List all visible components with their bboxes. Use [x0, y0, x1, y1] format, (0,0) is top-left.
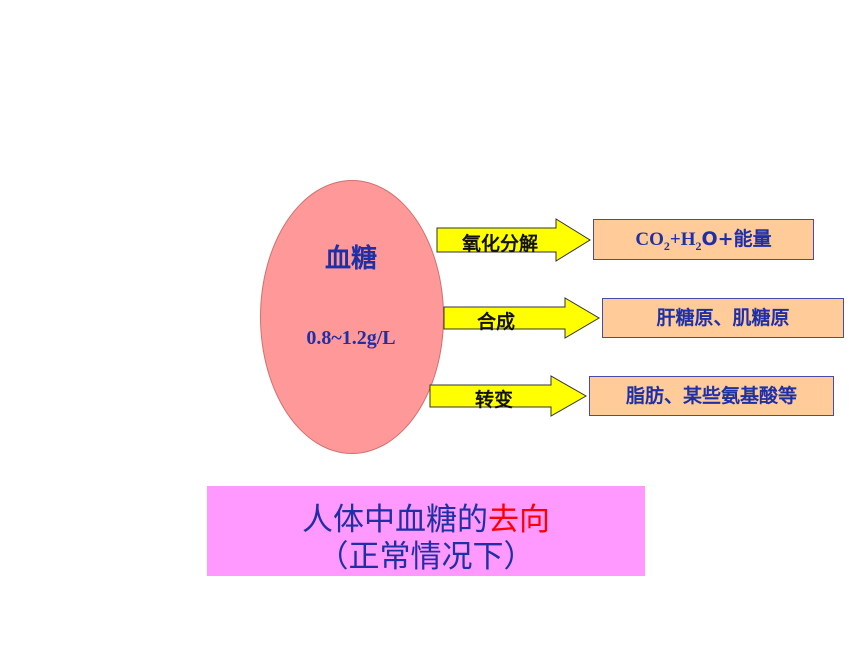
caption-title-prefix: 人体中血糖的: [302, 502, 488, 538]
arrow-shape: [436, 218, 591, 262]
glucose-title: 血糖: [324, 244, 377, 274]
arrow-shape: [443, 297, 600, 339]
caption-subtitle: （正常情况下）: [317, 539, 535, 575]
subscript-2: 2: [663, 238, 670, 253]
caption-title-highlight: 去向: [488, 502, 550, 538]
co-text: CO: [635, 229, 664, 250]
conversion-result-text: 脂肪、某些氨基酸等: [625, 385, 797, 407]
arrow-oxidation: 氧化分解: [436, 218, 592, 262]
arrow-conversion: 转变: [429, 375, 588, 417]
caption-title: 人体中血糖的去向: [207, 494, 645, 539]
arrow-label-conversion: 转变: [474, 389, 513, 411]
result-box-conversion: 脂肪、某些氨基酸等: [589, 376, 834, 416]
blood-glucose-ellipse: [260, 180, 444, 454]
arrow-synthesis: 合成: [443, 297, 601, 339]
plus-h-text: +H: [669, 229, 696, 250]
arrow-label-synthesis: 合成: [476, 311, 515, 333]
arrow-shape: [429, 375, 588, 417]
glucose-normal-range: 0.8~1.2g/L: [306, 327, 396, 349]
o-energy-text: O+能量: [701, 228, 772, 250]
synthesis-result-text: 肝糖原、肌糖原: [656, 307, 790, 329]
result-box-synthesis: 肝糖原、肌糖原: [602, 298, 844, 338]
subscript-2: 2: [695, 238, 702, 253]
result-box-oxidation: CO2+H2O+能量: [593, 219, 814, 260]
caption-box: 人体中血糖的去向 （正常情况下）: [207, 486, 645, 576]
arrow-label-oxidation: 氧化分解: [461, 233, 538, 255]
